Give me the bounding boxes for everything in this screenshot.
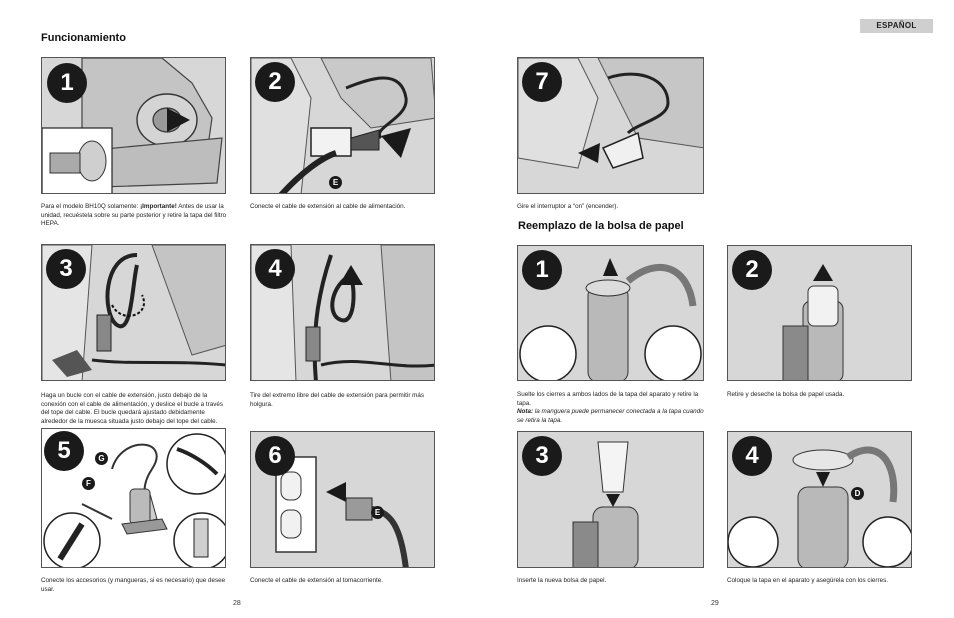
section-title-bag-replacement: Reemplazo de la bolsa de papel: [518, 220, 684, 232]
step-number-badge: 7: [522, 62, 562, 102]
caption-step-6: Conecte el cable de extensión al tomacor…: [250, 577, 384, 584]
step-number-badge: 2: [255, 62, 295, 102]
caption-step-2: Conecte el cable de extensión al cable d…: [250, 203, 406, 210]
illustration-step-7: 7: [517, 57, 704, 194]
caption-step-3: Haga un bucle con el cable de extensión,…: [41, 392, 224, 425]
illustration-bag-step-4: 4 D: [727, 431, 912, 568]
language-tab: ESPAÑOL: [860, 19, 933, 33]
step-number-badge: 4: [255, 249, 295, 289]
illustration-step-3: 3: [41, 244, 226, 381]
step-number-badge: 2: [732, 250, 772, 290]
step-number-badge: 1: [522, 250, 562, 290]
illustration-step-4: 4: [250, 244, 435, 381]
label-e-badge: E: [329, 176, 342, 189]
illustration-step-2: 2 E: [250, 57, 435, 194]
illustration-bag-step-2: 2: [727, 245, 912, 381]
caption-bag-step-2: Retire y deseche la bolsa de papel usada…: [727, 391, 845, 398]
caption-step-7: Gire el interruptor a “on” (encender).: [517, 203, 619, 210]
illustration-bag-step-1: 1: [517, 245, 704, 381]
step-number-badge: 6: [255, 436, 295, 476]
page-number-right: 29: [711, 600, 719, 607]
label-g-badge: G: [95, 452, 108, 465]
step-number-badge: 1: [47, 63, 87, 103]
label-f-badge: F: [82, 477, 95, 490]
illustration-step-6: 6 E: [250, 431, 435, 568]
caption-bag-step-1: Suelte los cierres a ambos lados de la t…: [517, 391, 704, 424]
caption-step-1: Para el modelo BH10Q solamente: ¡Importa…: [41, 203, 227, 228]
step-number-badge: 4: [732, 436, 772, 476]
illustration-bag-step-3: 3: [517, 431, 704, 568]
caption-step-4: Tire del extremo libre del cable de exte…: [250, 392, 425, 408]
caption-step-5: Conecte los accesorios (y mangueras, si …: [41, 577, 226, 593]
illustration-step-1: 1: [41, 57, 226, 194]
step-number-badge: 5: [44, 431, 84, 471]
illustration-step-5: 5 G F: [41, 428, 226, 568]
caption-bag-step-4: Coloque la tapa en el aparato y asegúrel…: [727, 577, 889, 584]
label-d-badge: D: [851, 487, 864, 500]
label-e-badge: E: [371, 506, 384, 519]
step-number-badge: 3: [522, 436, 562, 476]
section-title-operation: Funcionamiento: [41, 32, 126, 44]
caption-bag-step-3: Inserte la nueva bolsa de papel.: [517, 577, 607, 584]
page-number-left: 28: [233, 600, 241, 607]
step-number-badge: 3: [46, 249, 86, 289]
